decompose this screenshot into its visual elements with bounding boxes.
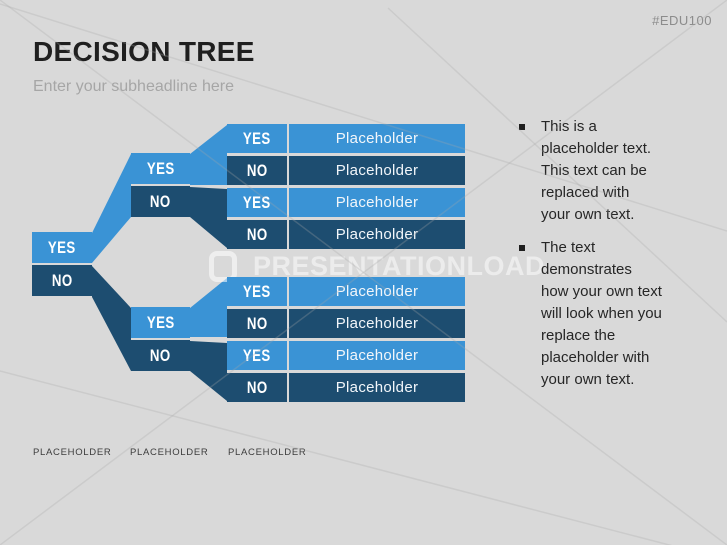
outcome-text-box: Placeholder [289, 188, 465, 217]
bullet-text: The text demonstrates how your own text … [541, 239, 662, 388]
connector-top-yes-shape [190, 125, 227, 185]
outcome-label-box: YES [227, 341, 287, 370]
outcome-text-box: Placeholder [289, 341, 465, 370]
bullet-marker-icon [519, 124, 525, 130]
yes-no-label: NO [246, 160, 268, 180]
outcome-label-box: YES [227, 124, 287, 153]
branch-bottom-yes-box: YES [131, 307, 190, 338]
yes-no-label: YES [48, 237, 76, 257]
yes-no-label: NO [150, 191, 171, 211]
yes-no-label: YES [146, 158, 175, 178]
outcome-label-box: NO [227, 309, 287, 338]
bullet-marker-icon [519, 245, 525, 251]
slide-title: DECISION TREE [33, 36, 255, 67]
outcome-text: Placeholder [335, 315, 419, 332]
column-label-2: PLACEHOLDER [130, 447, 209, 458]
branch-top-no-box: NO [131, 186, 190, 217]
outcome-label-box: NO [227, 156, 287, 185]
yes-no-label: NO [246, 377, 268, 397]
connector-bottom-no-shape [190, 341, 227, 401]
yes-no-label: YES [146, 312, 175, 332]
outcome-label-box: NO [227, 220, 287, 249]
outcome-text: Placeholder [335, 226, 419, 243]
outcome-text-box: Placeholder [289, 156, 465, 185]
branch-top-yes-box: YES [131, 153, 190, 184]
connector-top-no-shape [190, 187, 227, 248]
yes-no-label: YES [243, 128, 271, 148]
connector-bottom-yes-shape [190, 278, 227, 337]
bullet-item: This is a placeholder text. This text ca… [519, 116, 669, 226]
yes-no-label: NO [51, 270, 73, 290]
bullet-list: This is a placeholder text. This text ca… [519, 116, 669, 391]
column-label-3: PLACEHOLDER [228, 447, 307, 458]
yes-no-label: YES [243, 345, 271, 365]
outcome-text: Placeholder [335, 130, 419, 147]
outcome-text: Placeholder [335, 379, 419, 396]
outcome-label-box: YES [227, 277, 287, 306]
outcome-text-box: Placeholder [289, 309, 465, 338]
yes-no-label: YES [243, 192, 271, 212]
bullet-item: The text demonstrates how your own text … [519, 237, 669, 391]
yes-no-label: YES [243, 281, 271, 301]
outcome-label-box: YES [227, 188, 287, 217]
outcome-text-box: Placeholder [289, 220, 465, 249]
bullet-text: This is a placeholder text. This text ca… [541, 118, 652, 223]
root-no-box: NO [32, 265, 92, 296]
root-yes-box: YES [32, 232, 92, 263]
outcome-text: Placeholder [335, 162, 419, 179]
outcome-text: Placeholder [335, 194, 419, 211]
column-label-1: PLACEHOLDER [33, 447, 112, 458]
yes-no-label: NO [246, 313, 268, 333]
template-code: #EDU100 [652, 13, 712, 28]
branch-bottom-no-box: NO [131, 340, 190, 371]
presentationload-logo-icon [209, 251, 237, 282]
connector-root-yes-shape [92, 154, 131, 263]
outcome-text-box: Placeholder [289, 373, 465, 402]
yes-no-label: NO [150, 345, 171, 365]
outcome-text-box: Placeholder [289, 124, 465, 153]
outcome-label-box: NO [227, 373, 287, 402]
connector-root-no-shape [92, 266, 131, 371]
outcome-text-box: Placeholder [289, 277, 465, 306]
brand-watermark: PRESENTATIONLOAD [209, 251, 545, 282]
slide-subtitle: Enter your subheadline here [33, 78, 235, 95]
watermark-text: PRESENTATIONLOAD [253, 251, 546, 281]
yes-no-label: NO [246, 224, 268, 244]
outcome-text: Placeholder [335, 283, 419, 300]
outcome-text: Placeholder [335, 347, 419, 364]
